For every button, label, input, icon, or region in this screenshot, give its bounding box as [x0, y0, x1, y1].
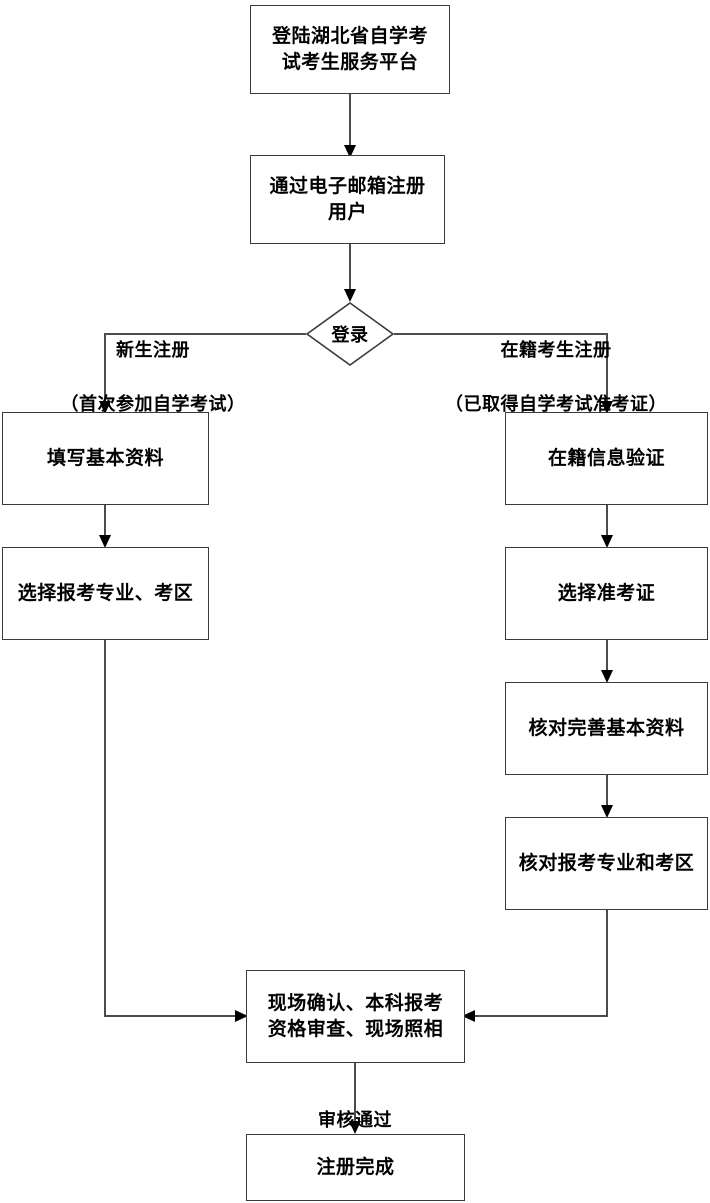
node-decision-login[interactable]: 登录: [306, 302, 394, 366]
node-verify-enrolled-info-label: 在籍信息验证: [547, 447, 665, 469]
edge-label-enrolled-student-line1: 在籍考生注册: [500, 340, 612, 360]
node-choose-major-area[interactable]: 选择报考专业、考区: [2, 547, 209, 640]
node-onsite-confirm-label: 现场确认、本科报考 资格审查、现场照相: [267, 992, 444, 1040]
edge-fill-to-choose-major: [99, 505, 111, 548]
node-choose-admission-ticket-label: 选择准考证: [557, 582, 656, 604]
edge-label-enrolled-student: 在籍考生注册 （已取得自学考试准考证）: [412, 310, 700, 445]
edge-label-enrolled-student-line2: （已取得自学考试准考证）: [445, 394, 667, 414]
diamond-shape-icon: [306, 302, 394, 366]
edge-platform-to-email: [344, 94, 356, 158]
edge-label-new-student-line2: （首次参加自学考试）: [60, 394, 246, 414]
node-register-complete-label: 注册完成: [316, 1156, 395, 1178]
edge-label-audit-passed: 审核通过: [290, 1080, 420, 1161]
edge-ticket-to-check-basic: [601, 640, 613, 683]
node-check-major-area[interactable]: 核对报考专业和考区: [505, 817, 708, 910]
edge-choose-major-to-onsite: [104, 640, 248, 1022]
edge-label-new-student: 新生注册 （首次参加自学考试）: [18, 310, 288, 445]
node-login-platform[interactable]: 登陆湖北省自学考 试考生服务平台: [250, 5, 450, 94]
edge-email-to-decision: [344, 244, 356, 302]
edge-onsite-to-complete: [349, 1063, 361, 1134]
node-choose-major-area-label: 选择报考专业、考区: [17, 582, 194, 604]
node-decision-login-label: 登录: [331, 325, 369, 345]
node-onsite-confirm[interactable]: 现场确认、本科报考 资格审查、现场照相: [246, 970, 465, 1063]
edge-decision-to-new-student: [99, 333, 306, 414]
node-check-major-area-label: 核对报考专业和考区: [518, 852, 695, 874]
node-login-platform-label: 登陆湖北省自学考 试考生服务平台: [271, 25, 428, 73]
edge-verify-to-ticket: [601, 505, 613, 548]
node-fill-basic-info-label: 填写基本资料: [46, 447, 164, 469]
node-choose-admission-ticket[interactable]: 选择准考证: [505, 547, 708, 640]
node-register-email[interactable]: 通过电子邮箱注册 用户: [250, 155, 445, 244]
edge-decision-to-enrolled-student: [394, 333, 613, 414]
edge-check-major-to-onsite: [462, 910, 608, 1022]
edge-label-new-student-line1: 新生注册: [116, 340, 190, 360]
node-register-complete[interactable]: 注册完成: [246, 1134, 465, 1201]
node-register-email-label: 通过电子邮箱注册 用户: [269, 175, 426, 223]
edge-label-audit-passed-text: 审核通过: [318, 1110, 392, 1130]
node-fill-basic-info[interactable]: 填写基本资料: [2, 412, 209, 505]
edge-check-basic-to-check-major: [601, 775, 613, 818]
node-check-basic-info-label: 核对完善基本资料: [528, 717, 685, 739]
node-verify-enrolled-info[interactable]: 在籍信息验证: [505, 412, 708, 505]
node-check-basic-info[interactable]: 核对完善基本资料: [505, 682, 708, 775]
